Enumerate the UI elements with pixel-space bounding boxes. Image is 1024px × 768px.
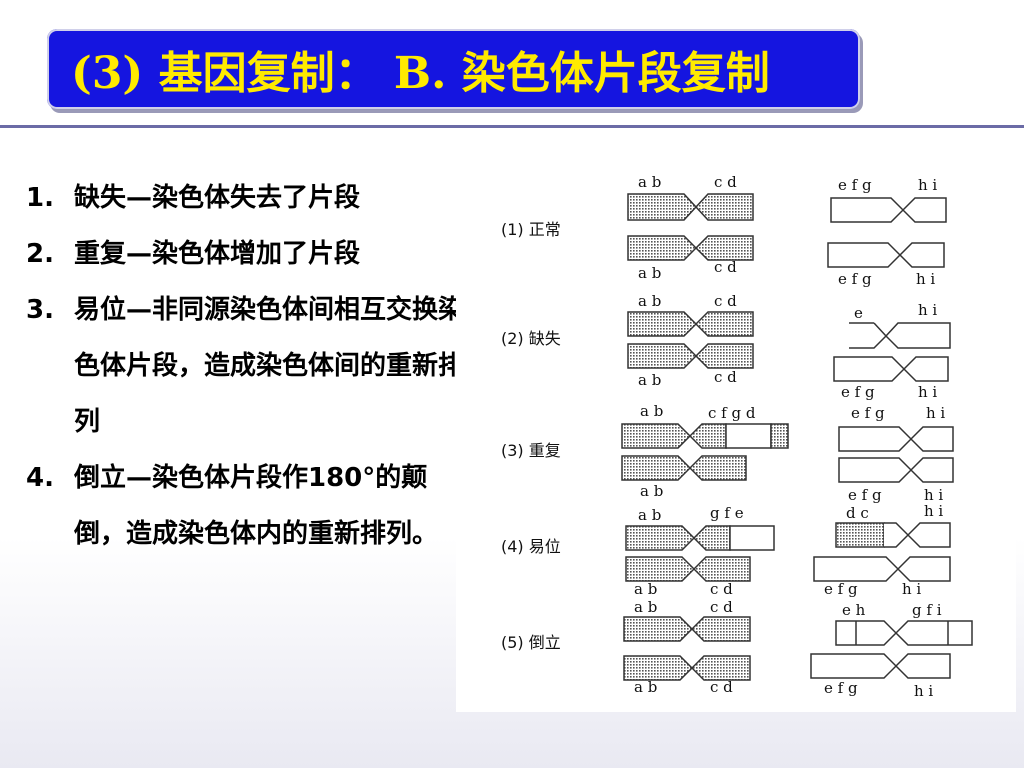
slide-title: (3) 基因复制： B. 染色体片段复制 xyxy=(71,48,770,99)
chromosome-segment xyxy=(627,193,754,221)
chromosome-segment xyxy=(623,655,751,681)
chromosome-segment xyxy=(833,356,949,382)
bullet-number: 2. xyxy=(26,239,54,269)
gene-label: e h xyxy=(842,601,866,619)
chromosome-segment xyxy=(830,197,947,223)
gene-label: h i xyxy=(914,682,933,700)
chromosome-segment xyxy=(625,525,731,551)
gene-label: c d xyxy=(710,580,733,598)
bullet-text: 易位—非同源染色体间相互交换染色体片段，造成染色体间的重新排列 xyxy=(74,295,465,437)
gene-label: h i xyxy=(924,502,943,520)
row-duplication: (3) 重复 a b c f g d a b e f g h i e f g h… xyxy=(501,402,954,504)
translocated-segment xyxy=(729,525,775,551)
gene-label: c f g d xyxy=(708,404,756,422)
gene-label: d c xyxy=(846,504,869,522)
gene-label: a b xyxy=(640,402,663,420)
bullet-list: 1. 缺失—染色体失去了片段 2. 重复—染色体增加了片段 3. 易位—非同源染… xyxy=(26,170,466,562)
gene-label: c d xyxy=(714,258,737,276)
bullet-text: 重复—染色体增加了片段 xyxy=(74,239,361,269)
gene-label: a b xyxy=(634,678,657,696)
gene-label: h i xyxy=(916,270,935,288)
chromosome-segment xyxy=(627,235,754,261)
title-divider xyxy=(0,125,1024,128)
gene-label: h i xyxy=(924,486,943,504)
gene-label: h i xyxy=(918,301,937,319)
gene-label: e xyxy=(854,304,863,322)
chromosome-segment xyxy=(627,311,754,337)
gene-label: e f g xyxy=(848,486,882,504)
chromosome-segment xyxy=(838,426,954,452)
chromosome-segment xyxy=(627,343,754,369)
gene-label: e f g xyxy=(841,383,875,401)
row-deletion: (2) 缺失 a b c d a b c d e h i e f g h i xyxy=(501,292,951,401)
chromosome-figure: (1) 正常 a b c d a b c d e f g h i e f g h… xyxy=(456,160,1016,712)
gene-label: h i xyxy=(918,383,937,401)
bullet-number: 1. xyxy=(26,183,54,213)
bullet-item-inversion: 4. 倒立—染色体片段作180°的颠倒，造成染色体内的重新排列。 xyxy=(26,450,466,562)
gene-label: h i xyxy=(918,176,937,194)
chromosome-segment xyxy=(827,242,945,268)
gene-label: c d xyxy=(710,678,733,696)
gene-label: h i xyxy=(902,580,921,598)
bullet-item-deletion: 1. 缺失—染色体失去了片段 xyxy=(26,170,466,226)
chromosome-segment xyxy=(625,556,751,582)
gene-label: a b xyxy=(638,292,661,310)
chromosome-segment xyxy=(813,556,951,582)
bullet-number: 4. xyxy=(26,463,54,493)
gene-label: e f g xyxy=(824,580,858,598)
gene-label: a b xyxy=(638,173,661,191)
gene-label: e f g xyxy=(851,404,885,422)
gene-label: c d xyxy=(714,368,737,386)
row-inversion: (5) 倒立 a b c d a b c d e h g f i e f g h… xyxy=(501,598,973,700)
gene-label: a b xyxy=(638,264,661,282)
title-banner: (3) 基因复制： B. 染色体片段复制 xyxy=(47,29,860,109)
row-normal: (1) 正常 a b c d a b c d e f g h i e f g h… xyxy=(501,173,947,288)
bullet-item-translocation: 3. 易位—非同源染色体间相互交换染色体片段，造成染色体间的重新排列 xyxy=(26,282,466,450)
gene-label: e f g xyxy=(838,270,872,288)
gene-label: a b xyxy=(640,482,663,500)
gene-label: a b xyxy=(634,598,657,616)
translocated-segment xyxy=(835,522,885,548)
chromosome-segment xyxy=(770,423,789,449)
gene-label: a b xyxy=(634,580,657,598)
row-label: (5) 倒立 xyxy=(501,633,561,652)
duplicated-segment xyxy=(725,423,772,449)
gene-label: e f g xyxy=(838,176,872,194)
bullet-item-duplication: 2. 重复—染色体增加了片段 xyxy=(26,226,466,282)
chromosome-segment xyxy=(623,616,751,642)
gene-label: c d xyxy=(710,598,733,616)
chromosome-segment xyxy=(810,653,951,679)
row-label: (1) 正常 xyxy=(501,220,561,239)
gene-label: g f e xyxy=(710,504,744,522)
row-label: (3) 重复 xyxy=(501,441,561,460)
chromosome-segment xyxy=(835,620,973,646)
chromosome-segment xyxy=(621,423,727,449)
chromosome-diagram: (1) 正常 a b c d a b c d e f g h i e f g h… xyxy=(501,173,973,700)
chromosome-segment xyxy=(849,322,951,349)
row-label: (2) 缺失 xyxy=(501,329,561,348)
gene-label: c d xyxy=(714,292,737,310)
row-label: (4) 易位 xyxy=(501,537,561,556)
bullet-number: 3. xyxy=(26,295,54,325)
row-translocation: (4) 易位 a b g f e a b c d d c h i e f g h… xyxy=(501,502,951,598)
bullet-text: 缺失—染色体失去了片段 xyxy=(74,183,361,213)
gene-label: g f i xyxy=(912,601,942,619)
gene-label: a b xyxy=(638,506,661,524)
chromosome-segment xyxy=(838,457,954,483)
gene-label: h i xyxy=(926,404,945,422)
gene-label: a b xyxy=(638,371,661,389)
chromosome-segment xyxy=(884,522,951,548)
gene-label: c d xyxy=(714,173,737,191)
gene-label: e f g xyxy=(824,679,858,697)
bullet-text: 倒立—染色体片段作180°的颠倒，造成染色体内的重新排列。 xyxy=(74,463,439,549)
chromosome-segment xyxy=(621,455,747,481)
